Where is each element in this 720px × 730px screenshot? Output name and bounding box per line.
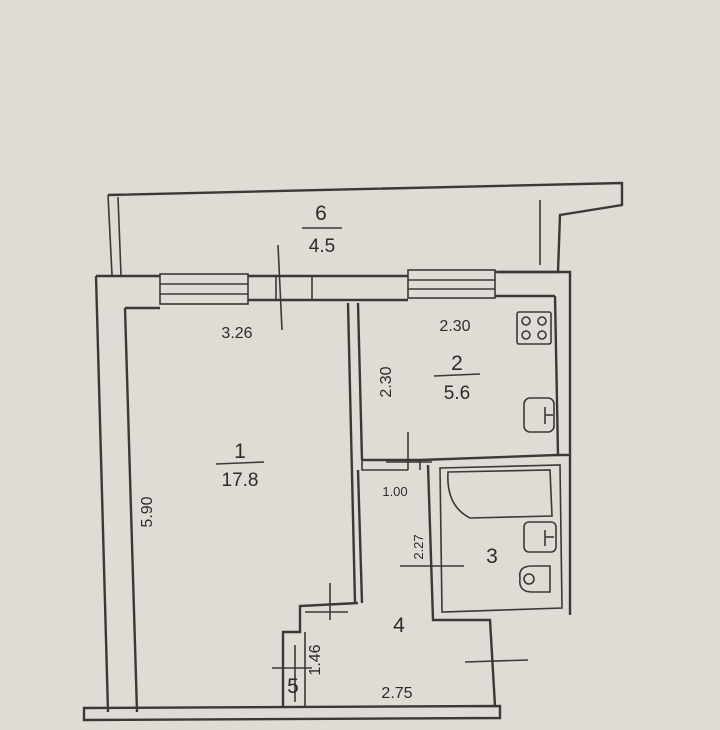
dimension-bath-length: 2.27 xyxy=(411,534,426,559)
room-label-kitchen: 2 5.6 xyxy=(433,352,481,404)
dimension-hall-width: 2.75 xyxy=(381,685,412,702)
toilet-icon xyxy=(518,565,551,593)
dimension-ticks xyxy=(272,432,529,702)
room-area: 5.6 xyxy=(444,383,470,404)
floor-line xyxy=(82,704,502,722)
dimension-living-width: 3.26 xyxy=(221,325,252,342)
bathtub-icon xyxy=(447,469,553,519)
room-number-hall: 4 xyxy=(393,614,405,637)
interior-walls xyxy=(281,295,570,707)
room-number: 2 xyxy=(451,352,463,375)
dimension-living-length: 5.90 xyxy=(139,496,156,527)
room-number: 1 xyxy=(234,440,246,463)
room-label-living: 1 17.8 xyxy=(215,440,265,491)
window-living xyxy=(159,273,249,305)
balcony xyxy=(107,181,624,276)
dimension-kitchen-depth: 2.30 xyxy=(378,366,395,397)
stove-icon xyxy=(516,311,552,345)
exterior-wall xyxy=(94,270,572,713)
room-number: 6 xyxy=(315,202,327,225)
sink-icon xyxy=(523,397,555,433)
dimension-hall-depth: 1.46 xyxy=(307,644,324,675)
window-kitchen xyxy=(407,269,496,299)
washbasin-icon xyxy=(523,521,557,553)
room-area: 17.8 xyxy=(222,470,259,491)
room-number-closet: 5 xyxy=(287,675,299,698)
room-area: 4.5 xyxy=(309,236,335,257)
balcony-door xyxy=(275,244,313,331)
dimension-kitchen-width: 2.30 xyxy=(439,318,470,335)
room-number-bathroom: 3 xyxy=(486,545,498,568)
dimension-doorway: 1.00 xyxy=(382,484,407,499)
room-label-balcony: 6 4.5 xyxy=(302,202,342,257)
